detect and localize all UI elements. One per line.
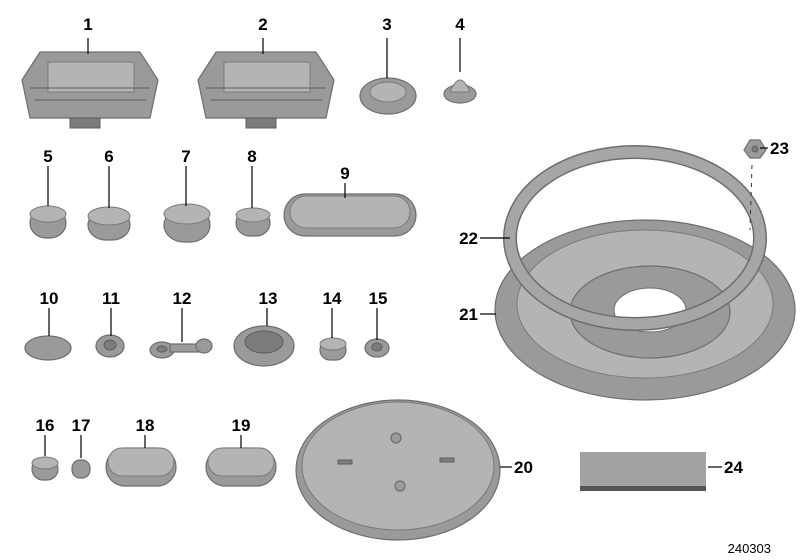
part-14-plug[interactable] — [319, 337, 347, 361]
part-label-17[interactable]: 17 — [72, 416, 91, 435]
part-7-plug[interactable] — [163, 203, 211, 243]
part-label-6[interactable]: 6 — [104, 147, 113, 166]
part-label-12[interactable]: 12 — [173, 289, 192, 308]
part-label-7[interactable]: 7 — [181, 147, 190, 166]
part-label-3[interactable]: 3 — [382, 15, 391, 34]
part-label-2[interactable]: 2 — [258, 15, 267, 34]
part-10-plug[interactable] — [24, 335, 72, 361]
part-20-round-cover[interactable] — [295, 399, 501, 541]
part-5-plug[interactable] — [29, 205, 67, 239]
part-label-4[interactable]: 4 — [455, 15, 465, 34]
part-23-nut[interactable] — [743, 139, 767, 231]
part-label-13[interactable]: 13 — [259, 289, 278, 308]
reference-number: 240303 — [728, 541, 771, 556]
part-1-box-plug[interactable] — [21, 51, 159, 129]
part-16-plug[interactable] — [31, 456, 59, 481]
part-2-box-plug[interactable] — [197, 51, 335, 129]
part-label-9[interactable]: 9 — [340, 164, 349, 183]
part-21-speaker-dish[interactable] — [494, 219, 796, 401]
part-label-22[interactable]: 22 — [459, 229, 478, 248]
part-15-grommet[interactable] — [364, 338, 390, 358]
part-label-5[interactable]: 5 — [43, 147, 52, 166]
part-label-20[interactable]: 20 — [514, 458, 533, 477]
leader-lines — [44, 38, 768, 468]
part-label-21[interactable]: 21 — [459, 305, 478, 324]
part-label-24[interactable]: 24 — [724, 458, 743, 477]
part-label-23[interactable]: 23 — [770, 139, 789, 158]
part-11-clip[interactable] — [95, 334, 125, 358]
part-label-8[interactable]: 8 — [247, 147, 256, 166]
part-12-strap-plug[interactable] — [149, 338, 213, 359]
part-19-oval-plug[interactable] — [205, 447, 277, 487]
part-label-18[interactable]: 18 — [136, 416, 155, 435]
part-6-plug[interactable] — [87, 206, 131, 241]
part-3-grommet[interactable] — [359, 77, 417, 115]
part-label-16[interactable]: 16 — [36, 416, 55, 435]
part-8-plug[interactable] — [235, 207, 271, 237]
part-label-19[interactable]: 19 — [232, 416, 251, 435]
part-4-cap[interactable] — [443, 79, 477, 104]
part-label-14[interactable]: 14 — [323, 289, 342, 308]
part-13-grommet[interactable] — [233, 325, 295, 367]
part-9-oval-plug[interactable] — [283, 193, 417, 237]
part-24-seal-strip[interactable] — [580, 452, 706, 491]
part-label-1[interactable]: 1 — [83, 15, 92, 34]
part-17-plug[interactable] — [71, 459, 91, 479]
part-label-11[interactable]: 11 — [102, 289, 120, 308]
part-18-oval-plug[interactable] — [105, 447, 177, 487]
part-label-10[interactable]: 10 — [40, 289, 59, 308]
part-label-15[interactable]: 15 — [369, 289, 388, 308]
